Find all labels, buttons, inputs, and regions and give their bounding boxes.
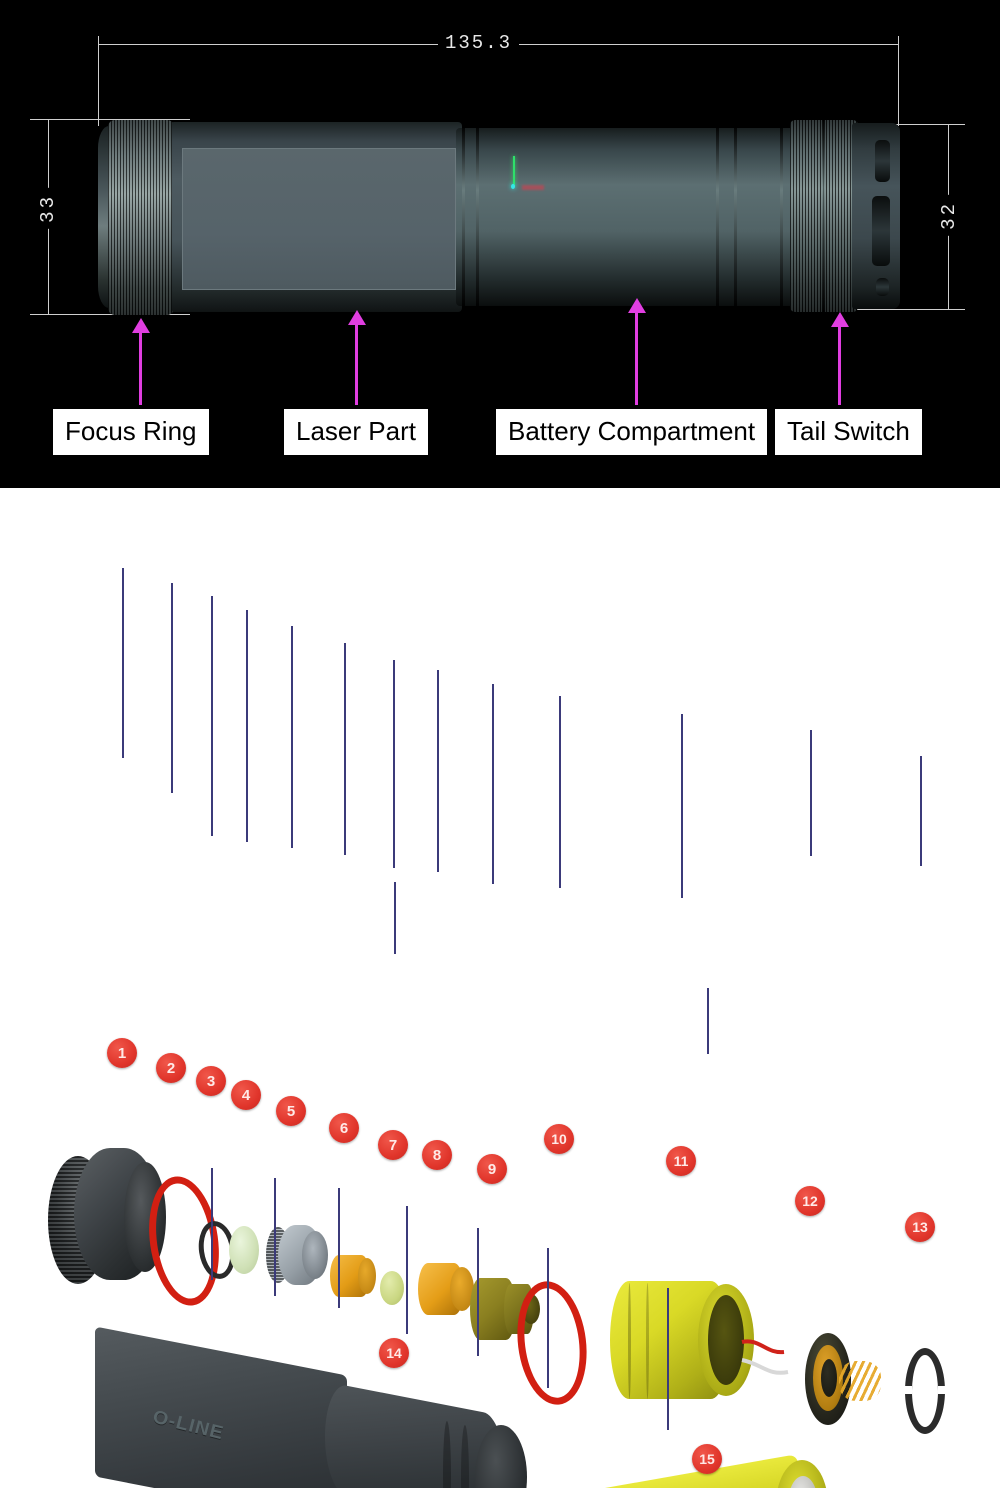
badge-10[interactable]: 10: [544, 1124, 574, 1154]
leader-4: [246, 610, 248, 842]
barrel-groove-4: [734, 128, 737, 306]
leader-17: [274, 1178, 276, 1296]
leader-22: [667, 1288, 669, 1430]
laser-indicator-green: [513, 156, 515, 186]
leader-14: [394, 882, 396, 954]
battery-compartment-arrow-head: [628, 298, 646, 313]
part-7-collimating-lens: [380, 1271, 404, 1305]
part-11-driver-housing: [610, 1281, 755, 1406]
extension-line-right: [898, 36, 899, 126]
barrel-groove-3: [716, 128, 719, 306]
leader-7: [393, 660, 395, 868]
part-8-brass-barrel: [418, 1263, 474, 1315]
leader-15: [707, 988, 709, 1054]
part-15-battery: [548, 1453, 838, 1488]
label-laser-part: Laser Part: [283, 408, 429, 456]
dimension-overall-length: 135.3: [438, 32, 520, 54]
leader-3: [211, 596, 213, 836]
leader-2: [171, 583, 173, 793]
tail-slot-lower: [876, 278, 889, 296]
part-4-lens: [229, 1226, 259, 1274]
barrel-groove-5: [780, 128, 783, 306]
top-technical-drawing-panel: 135.3 33 32 Focus Ring: [0, 0, 1000, 488]
label-tail-switch: Tail Switch: [774, 408, 923, 456]
leader-11: [681, 714, 683, 898]
extension-line-bottom-right: [830, 309, 965, 310]
dimension-rear-diameter: 32: [938, 195, 960, 236]
leader-8: [437, 670, 439, 872]
badge-12[interactable]: 12: [795, 1186, 825, 1216]
battery-compartment-arrow-stem: [635, 313, 638, 405]
leader-9: [492, 684, 494, 884]
leader-18: [338, 1188, 340, 1308]
badge-5[interactable]: 5: [276, 1096, 306, 1126]
tail-switch-arrow-stem: [838, 327, 841, 405]
badge-13[interactable]: 13: [905, 1212, 935, 1242]
badge-7[interactable]: 7: [378, 1130, 408, 1160]
leader-19: [406, 1206, 408, 1334]
label-battery-compartment: Battery Compartment: [495, 408, 769, 456]
laser-part-arrow-stem: [355, 325, 358, 405]
driver-wires: [741, 1339, 789, 1375]
badge-3[interactable]: 3: [196, 1066, 226, 1096]
tail-slot-upper: [875, 140, 890, 182]
label-focus-ring: Focus Ring: [52, 408, 210, 456]
leader-6: [344, 643, 346, 855]
leader-16: [211, 1168, 213, 1280]
leader-12: [810, 730, 812, 856]
leader-13: [920, 756, 922, 866]
badge-1[interactable]: 1: [107, 1038, 137, 1068]
extension-line-top-left: [30, 119, 190, 120]
badge-14[interactable]: 14: [379, 1338, 409, 1368]
laser-part-face-render: [182, 148, 456, 290]
part-14-main-body-housing: O-LINE: [95, 1326, 535, 1488]
tail-switch-arrow-head: [831, 312, 849, 327]
extension-line-bottom-left: [30, 314, 190, 315]
leader-5: [291, 626, 293, 848]
badge-2[interactable]: 2: [156, 1053, 186, 1083]
extension-line-left: [98, 36, 99, 126]
part-6-brass-spacer: [330, 1255, 376, 1297]
tail-knurl-split: [822, 120, 825, 312]
part-5-knurled-lens-holder: [266, 1225, 328, 1287]
part-13-retaining-ring: [905, 1348, 945, 1434]
laser-indicator-cyan: [511, 184, 515, 189]
focus-ring-render: [108, 120, 174, 315]
exploded-view-panel: O-LINE: [0, 488, 1000, 1488]
dimension-front-diameter: 33: [37, 188, 59, 229]
badge-6[interactable]: 6: [329, 1113, 359, 1143]
tail-slot-middle: [872, 196, 890, 266]
barrel-groove-2: [476, 128, 479, 306]
focus-ring-arrow-head: [132, 318, 150, 333]
part-12-driver-pcb-spring: [805, 1333, 883, 1428]
barrel-groove-1: [462, 128, 465, 306]
battery-compartment-render: [456, 128, 806, 306]
laser-indicator-red: [522, 185, 544, 190]
focus-ring-arrow-stem: [139, 333, 142, 405]
badge-8[interactable]: 8: [422, 1140, 452, 1170]
badge-11[interactable]: 11: [666, 1146, 696, 1176]
laser-part-arrow-head: [348, 310, 366, 325]
part-1-focus-ring: [48, 1148, 166, 1293]
leader-1: [122, 568, 124, 758]
badge-9[interactable]: 9: [477, 1154, 507, 1184]
leader-20: [477, 1228, 479, 1356]
leader-10: [559, 696, 561, 888]
badge-4[interactable]: 4: [231, 1080, 261, 1110]
leader-21: [547, 1248, 549, 1388]
badge-15[interactable]: 15: [692, 1444, 722, 1474]
